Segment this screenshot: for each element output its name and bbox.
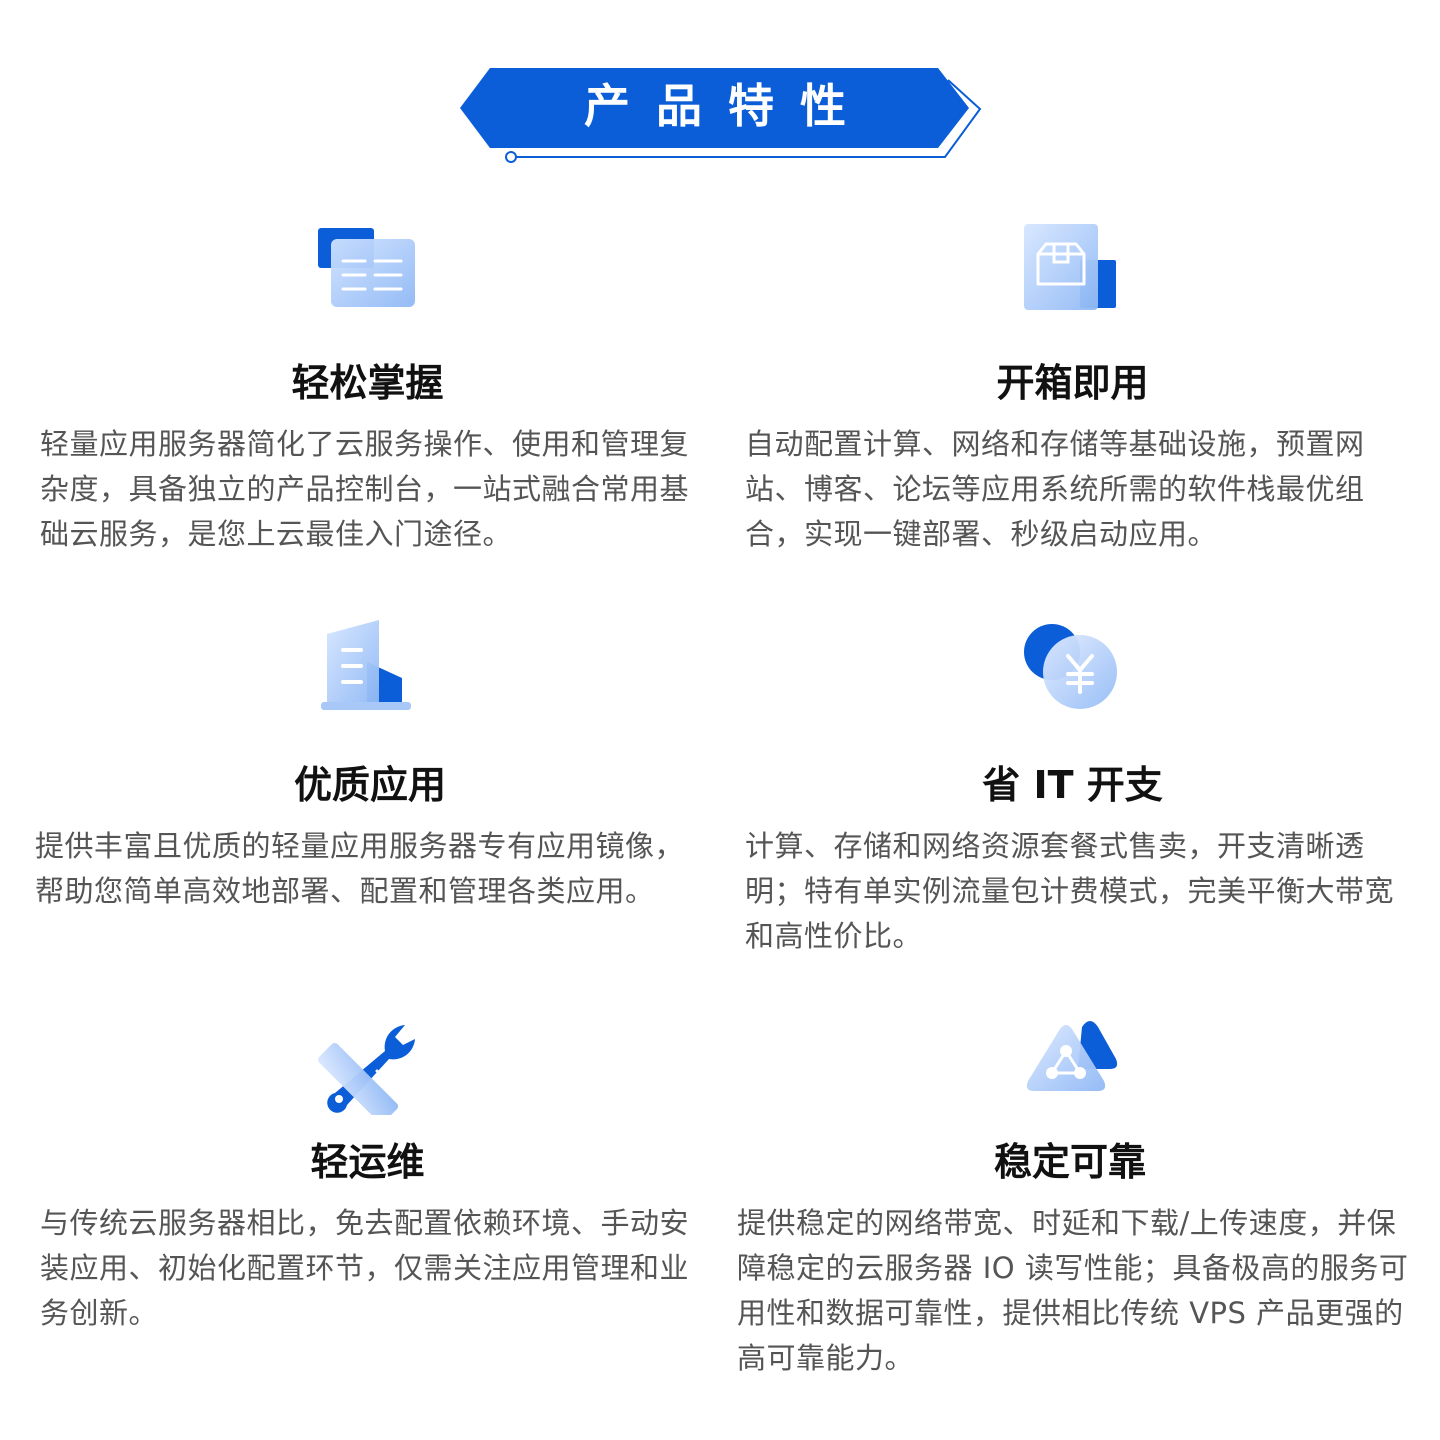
feature-description: 轻量应用服务器简化了云服务操作、使用和管理复杂度，具备独立的产品控制台，一站式融… [40,427,690,551]
feature-title: 省 IT 开支 [982,763,1163,807]
feature-title: 轻松掌握 [291,361,444,405]
feature-description: 计算、存储和网络资源套餐式售卖，开支清晰透明；特有单实例流量包计费模式，完美平衡… [745,829,1395,953]
feature-description: 与传统云服务器相比，免去配置依赖环境、手动安装应用、初始化配置环节，仅需关注应用… [40,1206,690,1330]
building-icon [317,618,427,718]
feature-description: 提供丰富且优质的轻量应用服务器专有应用镜像，帮助您简单高效地部署、配置和管理各类… [35,829,685,908]
feature-description: 提供稳定的网络带宽、时延和下载/上传速度，并保障稳定的云服务器 IO 读写性能；… [737,1206,1409,1375]
package-box-icon [1020,220,1130,320]
feature-out-of-box: 开箱即用 自动配置计算、网络和存储等基础设施，预置网站、博客、论坛等应用系统所需… [735,220,1410,560]
banner-shape [460,68,982,163]
feature-description: 自动配置计算、网络和存储等基础设施，预置网站、博客、论坛等应用系统所需的软件栈最… [745,427,1365,551]
page-title: 产品特性 [584,79,872,133]
document-list-icon [315,225,425,325]
wrench-tool-icon [315,1015,425,1115]
feature-easy-to-use: 轻松掌握 轻量应用服务器简化了云服务操作、使用和管理复杂度，具备独立的产品控制台… [30,220,705,560]
feature-title: 优质应用 [293,763,446,807]
feature-title: 稳定可靠 [993,1140,1146,1184]
feature-stable-reliable: 稳定可靠 提供稳定的网络带宽、时延和下载/上传速度，并保障稳定的云服务器 IO … [725,1015,1415,1395]
feature-title: 开箱即用 [996,361,1149,405]
feature-save-it-cost: 省 IT 开支 计算、存储和网络资源套餐式售卖，开支清晰透明；特有单实例流量包计… [735,618,1410,958]
feature-quality-apps: 优质应用 提供丰富且优质的轻量应用服务器专有应用镜像，帮助您简单高效地部署、配置… [30,618,710,918]
section-banner: 产品特性 [455,62,985,166]
yuan-coin-icon [1020,620,1130,720]
feature-title: 轻运维 [310,1140,425,1184]
feature-light-ops: 轻运维 与传统云服务器相比，免去配置依赖环境、手动安装应用、初始化配置环节，仅需… [30,1015,705,1345]
stable-network-icon [1020,1015,1130,1115]
